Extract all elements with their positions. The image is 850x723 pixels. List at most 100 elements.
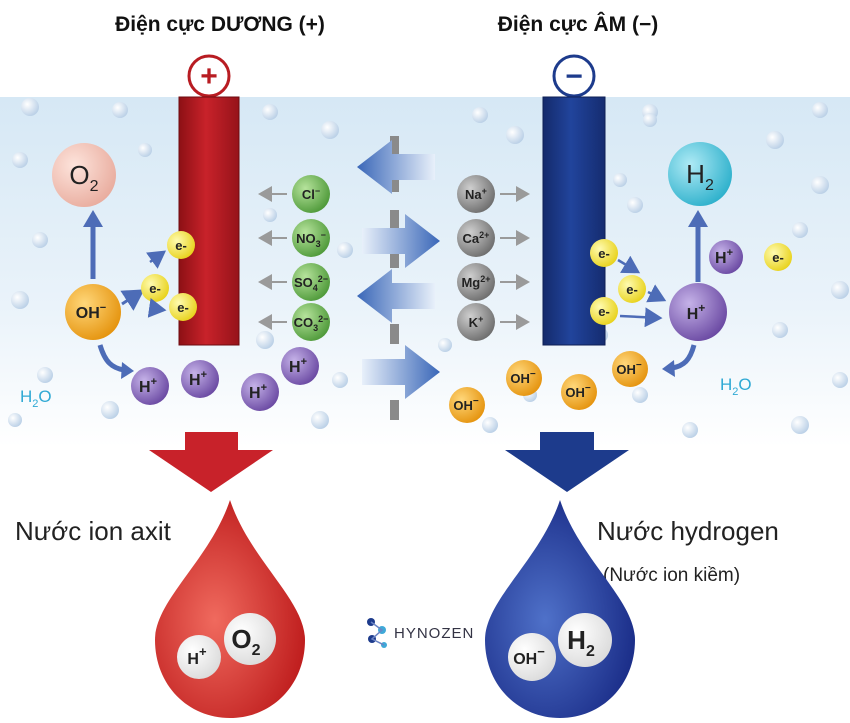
- cation-1-circle: [457, 175, 495, 213]
- alkaline-water-label: Nước hydrogen: [597, 516, 779, 546]
- oh-anode-sup: −: [100, 302, 106, 314]
- ohc2-base: OH: [453, 398, 473, 413]
- ohc2-sup: −: [473, 396, 479, 407]
- svg-text:OH−: OH−: [616, 360, 642, 377]
- electron-free-label: e-: [772, 250, 784, 265]
- acid-ion2-sub: 2: [252, 642, 261, 659]
- anion-1-circle: [292, 175, 330, 213]
- cation-2-base: Ca: [463, 231, 480, 246]
- cation-4-base: K: [469, 315, 479, 330]
- hplus-3-sup: +: [261, 382, 267, 394]
- cation-3: Mg2+: [457, 263, 530, 301]
- acid-ion2-base: O: [231, 624, 251, 654]
- h2-base-text: H: [686, 159, 705, 189]
- anion-1-label: Cl−: [302, 186, 320, 202]
- anion-3-circle: [292, 263, 330, 301]
- cation-1: Na+: [457, 175, 530, 213]
- cation-4: K+: [457, 303, 530, 341]
- hplus-to-h2-arrowhead: [688, 210, 708, 227]
- h2-molecule: H2: [668, 142, 732, 206]
- negative-electrode-title: Điện cực ÂM (−): [498, 12, 658, 36]
- alk-ion2-base: H: [567, 625, 586, 655]
- o2-molecule: O2: [52, 143, 116, 207]
- oh-to-hplus-arrowhead: [121, 362, 134, 379]
- anion-2: NO3−: [258, 219, 330, 257]
- acid-water-drop: [155, 500, 305, 718]
- electron-anode-3: e-: [169, 293, 197, 321]
- brand-name: HYNOZEN: [394, 625, 474, 642]
- acid-output-arrow: [149, 432, 273, 492]
- acid-ion1-sup: +: [199, 644, 207, 659]
- svg-text:H+: H+: [189, 369, 207, 389]
- water-bubbles: [8, 98, 849, 438]
- svg-text:H2: H2: [567, 625, 595, 660]
- hplus-to-oh-arrow: [671, 344, 697, 371]
- brand-logo-icon: [367, 618, 387, 648]
- anion-2-sub: 3: [316, 239, 321, 249]
- anion-1-base: Cl: [302, 187, 315, 202]
- positive-terminal-icon: +: [187, 54, 231, 98]
- electron-c1-label: e-: [598, 246, 610, 261]
- c-electron-arrow-1: [617, 255, 641, 274]
- o2-base-text: O: [69, 160, 89, 190]
- alk-ion2-sub: 2: [586, 643, 595, 660]
- hplus-2-sup: +: [201, 369, 207, 381]
- cation-4-sup: +: [478, 314, 483, 324]
- h-plus-anode-4: H+: [281, 347, 319, 385]
- electron-cathode-1: e-: [590, 239, 618, 267]
- svg-text:OH−: OH−: [513, 644, 545, 668]
- flow-arrow-right-2: [362, 345, 440, 399]
- anion-3-sub: 4: [313, 283, 318, 293]
- alkaline-output-arrow: [505, 432, 629, 492]
- anion-2-sup: −: [321, 230, 326, 240]
- alkaline-drop-oh: OH−: [508, 633, 556, 681]
- o2-sub-text: 2: [90, 178, 99, 195]
- cation-4-label: K+: [469, 314, 484, 330]
- c-electron-arrow-3: [619, 307, 663, 328]
- flow-arrow-left-1: [357, 140, 435, 194]
- anion-3-sup: 2−: [318, 274, 328, 284]
- negative-terminal-icon: −: [552, 54, 596, 98]
- anion-4-circle: [292, 303, 330, 341]
- electron-c3-label: e-: [598, 304, 610, 319]
- anion-1-sup: −: [315, 186, 320, 196]
- svg-text:OH−: OH−: [510, 369, 536, 386]
- anion-4-sub: 3: [313, 323, 318, 333]
- acid-drop-h-plus: H+: [177, 635, 221, 679]
- anion-3: SO42−: [258, 263, 330, 301]
- cation-2-sup: 2+: [479, 230, 489, 240]
- electron-c2-label: e-: [626, 282, 638, 297]
- h-plus-cathode-small: H+: [709, 240, 743, 274]
- cation-3-sup: 2+: [480, 274, 490, 284]
- hplus-3-base: H: [249, 385, 261, 402]
- svg-text:H+: H+: [249, 382, 267, 402]
- oh-to-o2-arrowhead: [83, 210, 103, 227]
- anion-2-label: NO3−: [296, 230, 326, 249]
- ohc4-sup: −: [636, 360, 642, 371]
- svg-text:H+: H+: [139, 376, 157, 396]
- hplus-1-base: H: [139, 379, 151, 396]
- electron-anode-3-label: e-: [177, 300, 189, 315]
- hplus-2-base: H: [189, 372, 201, 389]
- electron-arrow-2: [147, 297, 167, 318]
- oh-cathode-2: OH−: [449, 387, 485, 423]
- positive-symbol: +: [200, 60, 218, 93]
- oh-cathode-3: OH−: [561, 374, 597, 410]
- oh-cathode-4: OH−: [612, 351, 648, 387]
- hplus-c-sup: +: [698, 301, 705, 315]
- water-label-cathode: H2O: [720, 375, 752, 398]
- svg-text:H+: H+: [289, 356, 307, 376]
- positive-electrode-title: Điện cực DƯƠNG (+): [115, 13, 325, 36]
- cation-3-label: Mg2+: [461, 274, 490, 290]
- cation-3-base: Mg: [461, 275, 480, 290]
- electron-cathode-3: e-: [590, 297, 618, 325]
- anion-4: CO32−: [258, 303, 330, 341]
- electron-anode-2: e-: [141, 274, 169, 302]
- ohc1-sup: −: [530, 369, 536, 380]
- h-plus-anode-1: H+: [131, 367, 169, 405]
- alk-ion1-sup: −: [537, 644, 545, 659]
- cation-3-circle: [457, 263, 495, 301]
- hplus-cs-base: H: [715, 250, 727, 267]
